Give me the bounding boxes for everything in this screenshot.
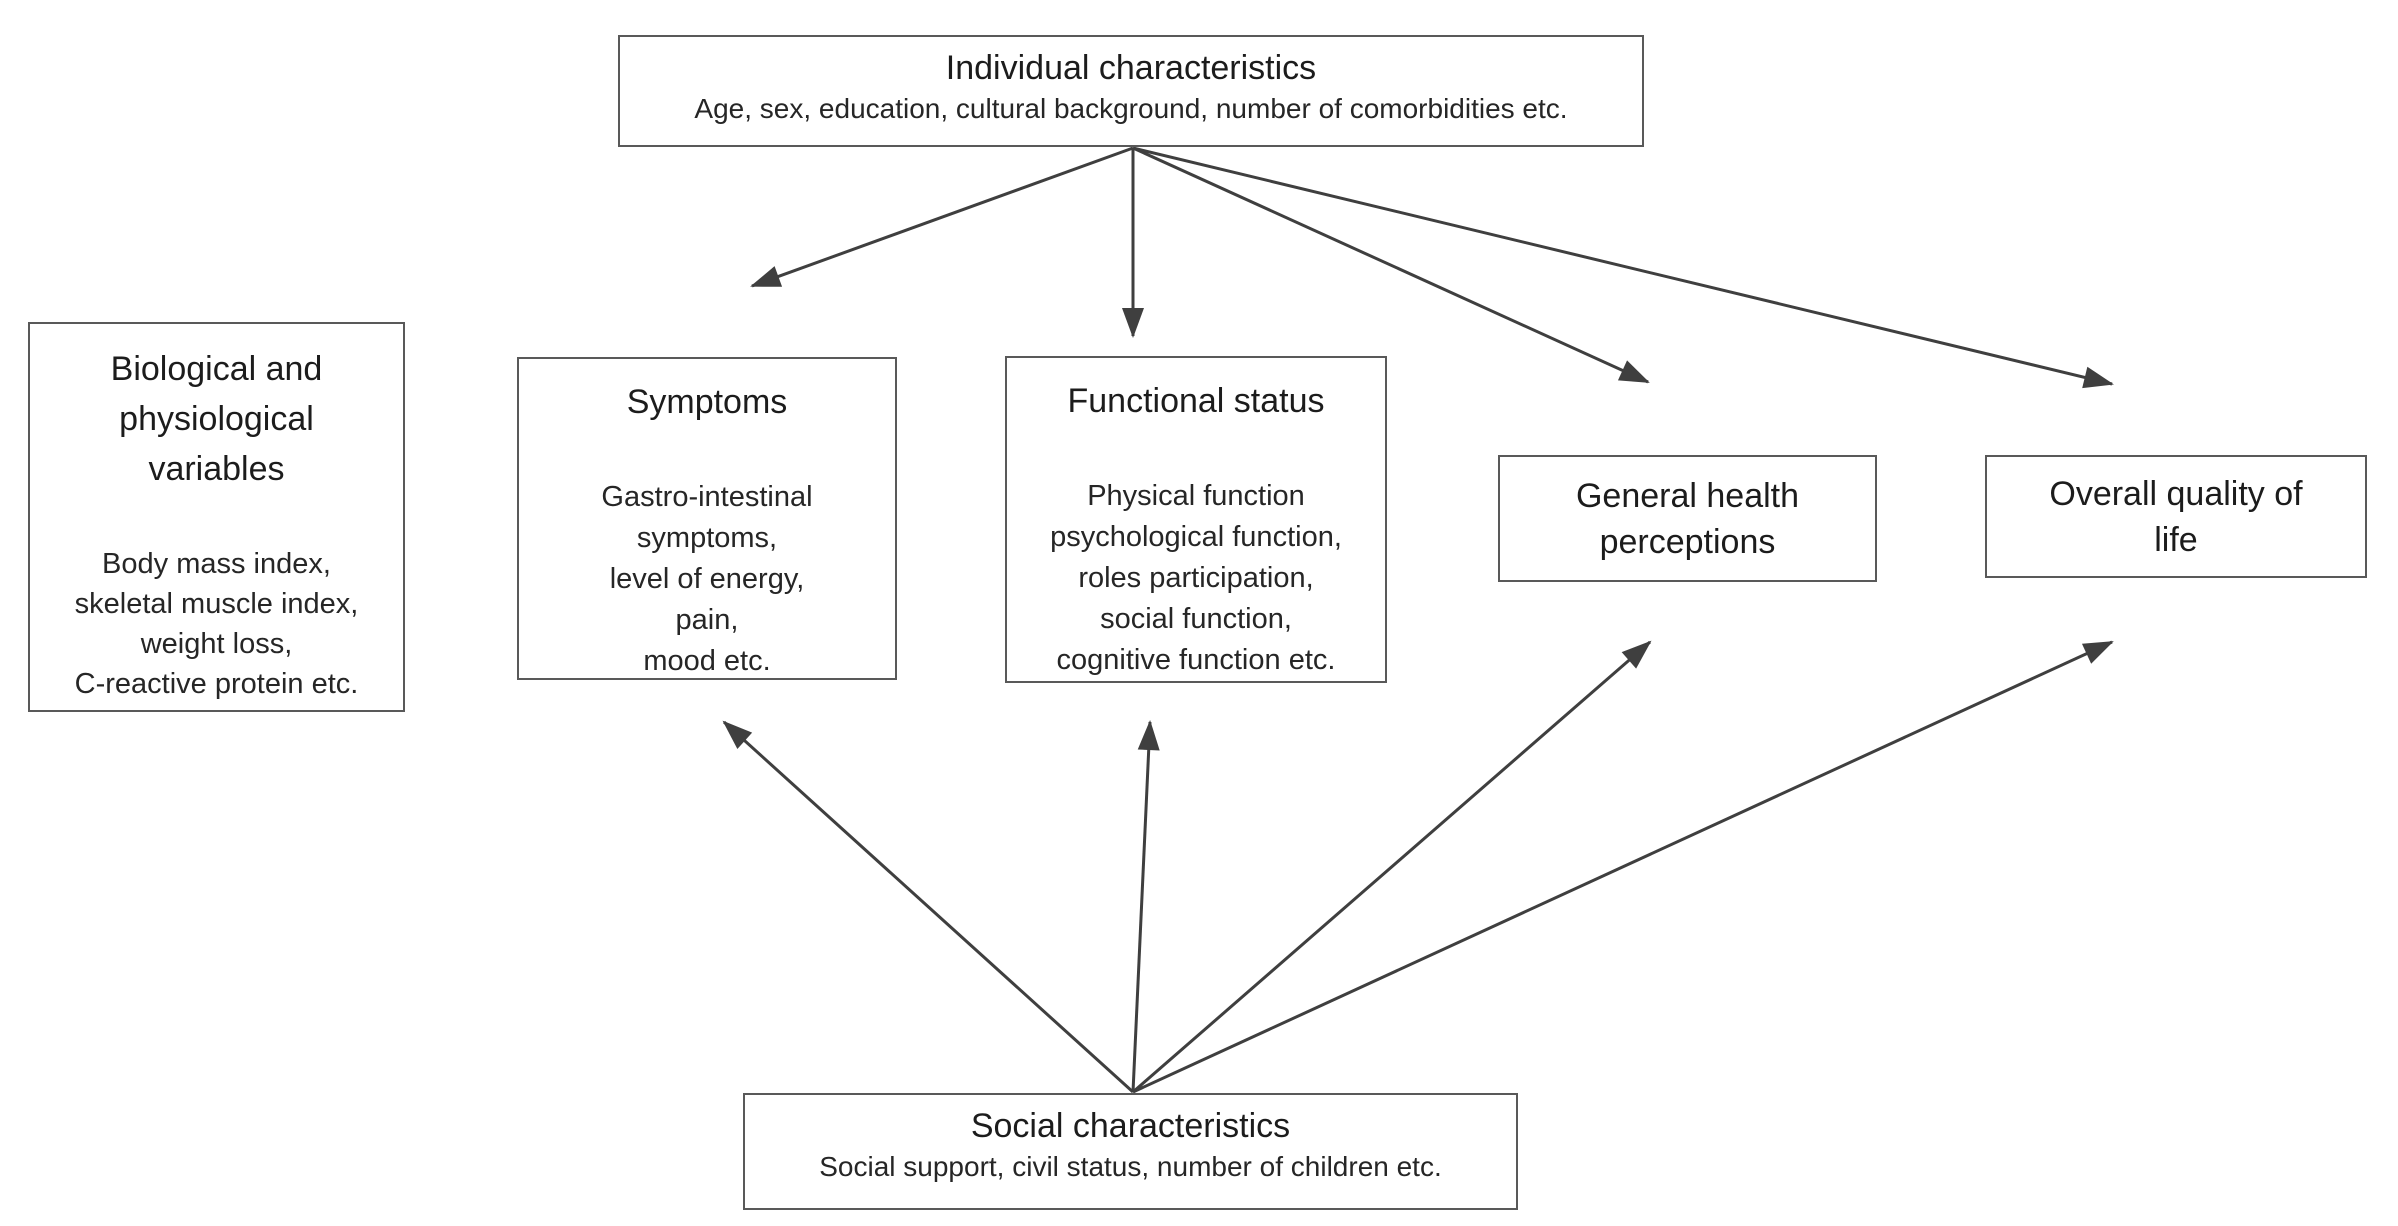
node-social-characteristics: Social characteristics Social support, c… <box>743 1093 1518 1210</box>
general-health-perceptions-title: General health perceptions <box>1575 476 1800 561</box>
biological-variables-title: Biological and physiological variables <box>110 350 323 488</box>
individual-characteristics-title: Individual characteristics <box>945 49 1317 87</box>
social-characteristics-examples: Social support, civil status, number of … <box>819 1151 1442 1182</box>
symptoms-title: Symptoms <box>626 383 788 421</box>
functional-status-title: Functional status <box>1067 382 1325 420</box>
functional-status-examples: Physical function psychological function… <box>1050 480 1342 676</box>
biological-variables-examples: Body mass index, skeletal muscle index, … <box>74 548 359 700</box>
social-characteristics-title: Social characteristics <box>970 1107 1291 1145</box>
node-general-health-perceptions: General health perceptions <box>1498 455 1877 582</box>
node-overall-quality-of-life: Overall quality of life <box>1985 455 2367 578</box>
overall-quality-of-life-title: Overall quality of life <box>2049 474 2303 559</box>
arrow-social-to-symptoms <box>722 720 1135 1094</box>
arrow-individual-to-overall-quality-of-life <box>1132 146 2114 389</box>
node-symptoms: Symptoms Gastro-intestinal symptoms, lev… <box>517 357 897 680</box>
arrow-individual-to-general-health-perceptions <box>1132 146 1650 384</box>
arrow-social-to-overall-quality-of-life <box>1132 640 2114 1094</box>
node-functional-status: Functional status Physical function psyc… <box>1005 356 1387 683</box>
arrow-social-to-general-health-perceptions <box>1132 640 1652 1094</box>
node-individual-characteristics: Individual characteristics Age, sex, edu… <box>618 35 1644 147</box>
individual-characteristics-examples: Age, sex, education, cultural background… <box>694 93 1568 124</box>
symptoms-examples: Gastro-intestinal symptoms, level of ene… <box>601 481 813 677</box>
arrow-social-to-functional-status <box>1131 720 1160 1093</box>
node-biological-physiological-variables: Biological and physiological variables B… <box>28 322 405 712</box>
arrow-individual-to-symptoms <box>750 146 1134 288</box>
